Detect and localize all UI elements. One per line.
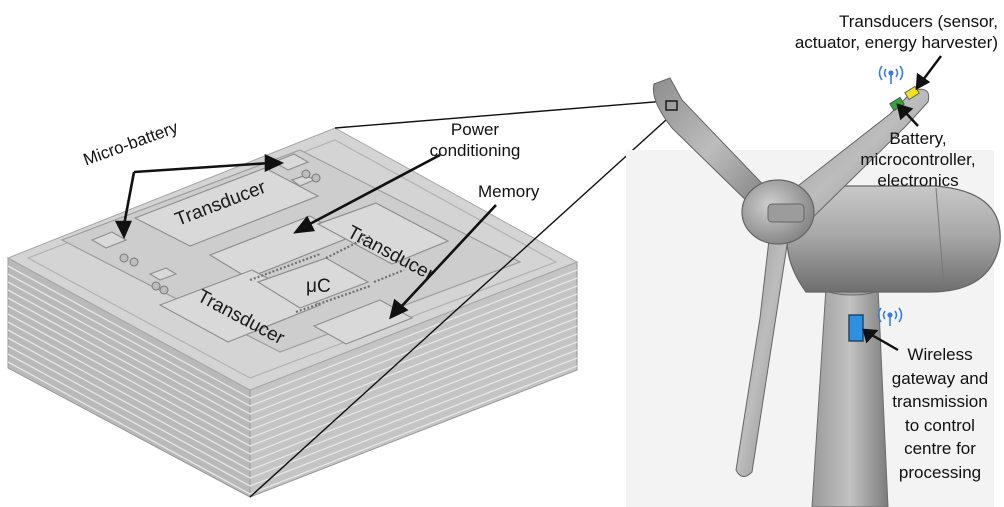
- wind-turbine: [626, 55, 1001, 507]
- memory-block: [312, 299, 414, 345]
- wireless-line-5: centre for: [904, 439, 976, 458]
- sensor-chip: Transducer Transducer Transducer μC: [6, 127, 579, 498]
- chip-components: [90, 153, 450, 345]
- microcontroller-label: μC: [306, 276, 331, 297]
- battery-line-2: microcontroller,: [860, 150, 976, 169]
- wireless-line-1: Wireless: [907, 345, 973, 364]
- turbine-callout-arrows: [862, 55, 942, 352]
- wireless-line-6: processing: [898, 462, 982, 482]
- battery-cell-2: [272, 153, 310, 171]
- transducers-line-2: actuator, energy harvester): [794, 33, 998, 52]
- turbine-blade-upper-left: [652, 77, 775, 213]
- chip-layer-lines: [7, 265, 578, 495]
- battery-label: Battery, microcontroller, electronics: [848, 128, 988, 191]
- wireless-line-3: transmission: [892, 392, 988, 411]
- memory-label: Memory: [478, 182, 540, 201]
- wifi-icon: [877, 307, 903, 326]
- power-conditioning-line-2: conditioning: [429, 141, 521, 160]
- transducer-right-block: [316, 202, 450, 265]
- battery-cell-1: [90, 231, 128, 249]
- battery-line-1: Battery,: [889, 129, 947, 148]
- nacelle-seam: [935, 187, 945, 289]
- hub-shaft: [767, 203, 805, 223]
- chip-callout-arrows: [114, 153, 497, 320]
- transducers-label: Transducers (sensor, actuator, energy ha…: [780, 11, 998, 53]
- turbine-blade-lower: [735, 213, 791, 477]
- wireless-gateway-label: Wireless gateway and transmission to con…: [878, 343, 1002, 484]
- power-conditioning-line-1: Power: [450, 120, 500, 139]
- wifi-icon: [878, 65, 904, 84]
- zoom-connector-lines: [249, 100, 678, 498]
- transducer-top-block: [133, 167, 320, 247]
- zoom-source-square: [665, 100, 678, 111]
- gateway-marker: [848, 314, 864, 342]
- small-pad-1: [148, 267, 178, 281]
- microcontroller-block: [256, 257, 370, 309]
- vias: [119, 169, 321, 295]
- transducer-marker: [904, 85, 920, 101]
- wireless-line-4: to control: [905, 415, 975, 435]
- power-conditioning-label: Power conditioning: [416, 119, 534, 161]
- transducers-line-1: Transducers (sensor,: [838, 12, 998, 31]
- pin-rows: [249, 235, 405, 314]
- wireless-line-2: gateway and: [891, 368, 989, 388]
- battery-line-3: electronics: [877, 171, 959, 190]
